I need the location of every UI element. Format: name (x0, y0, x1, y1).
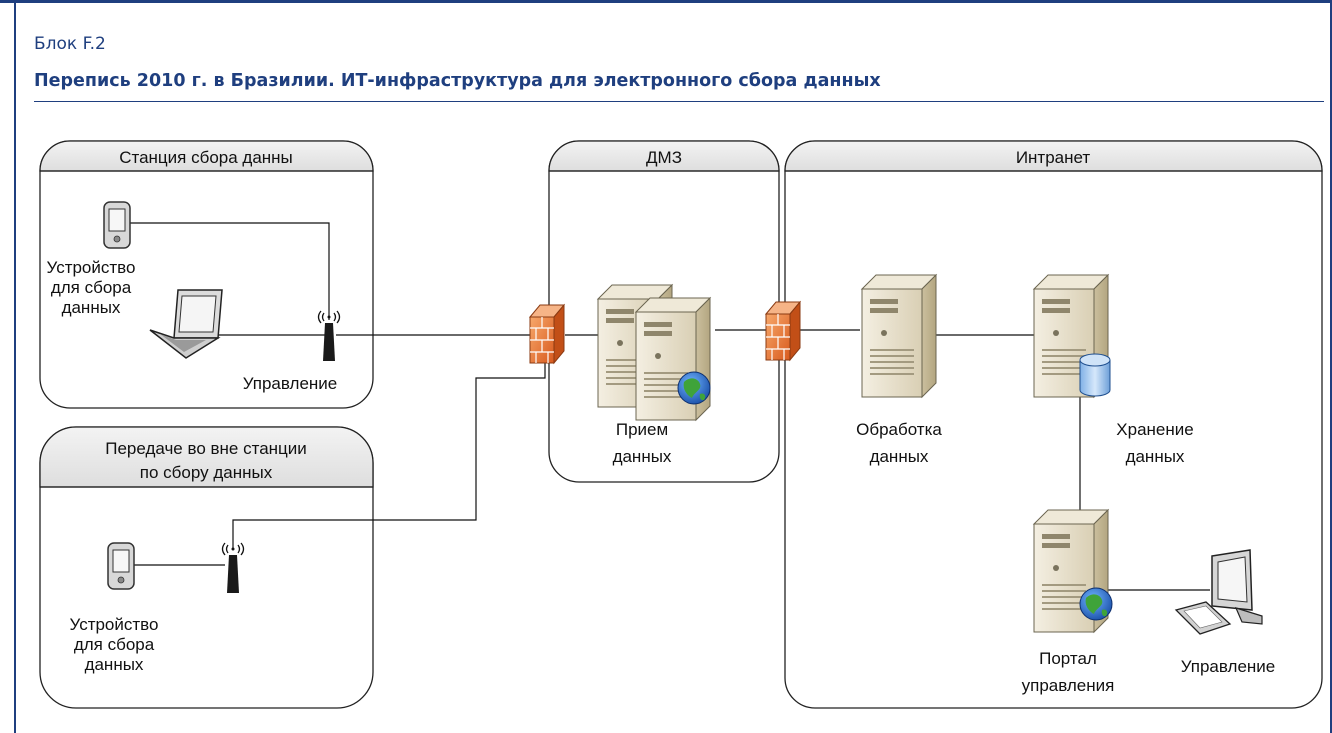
link-pda-antenna (130, 222, 330, 320)
label-management: Управление (1181, 657, 1276, 676)
label-station-control: Управление (243, 374, 338, 393)
globe-icon (1079, 587, 1113, 621)
pda-icon (107, 542, 135, 590)
figure-title: Перепись 2010 г. в Бразилии. ИТ-инфрастр… (34, 71, 881, 91)
connections (130, 222, 1210, 591)
zone-title-station: Станция сбора данны (119, 148, 293, 167)
database-icon (1079, 353, 1111, 397)
label-reception-line1: Прием (616, 420, 668, 439)
label-station-device-line1: Устройство (47, 258, 136, 277)
figure-frame-right (1330, 0, 1332, 733)
label-processing-line1: Обработка (856, 420, 942, 439)
label-transfer-device-line1: Устройство (70, 615, 159, 634)
laptop-icon (149, 289, 223, 359)
globe-icon (677, 371, 711, 405)
label-transfer-device-line3: данных (85, 655, 144, 674)
label-transfer-device-line2: для сбора (74, 635, 155, 654)
label-storage-line2: данных (1126, 447, 1185, 466)
zone-title-transfer-line1: Передаче во вне станции (105, 439, 307, 458)
link-firewall-transfer (232, 355, 546, 548)
firewall-icon (765, 301, 801, 361)
pda-icon (103, 201, 131, 249)
zone-title-transfer-line2: по сбору данных (140, 463, 273, 482)
label-storage-line1: Хранение (1116, 420, 1193, 439)
box-label: Блок F.2 (34, 34, 106, 54)
label-station-device-line2: для сбора (51, 278, 132, 297)
label-portal-line1: Портал (1039, 649, 1097, 668)
label-reception-line2: данных (613, 447, 672, 466)
label-portal-line2: управления (1022, 676, 1115, 695)
title-rule (34, 101, 1324, 102)
label-processing-line2: данных (870, 447, 929, 466)
workstation-icon (1174, 549, 1263, 635)
label-station-device-line3: данных (62, 298, 121, 317)
server-icon (861, 274, 937, 398)
firewall-icon (529, 304, 565, 364)
zone-transfer (39, 426, 374, 709)
zone-title-intranet: Интранет (1016, 148, 1091, 167)
zone-title-dmz: ДМЗ (646, 148, 682, 167)
